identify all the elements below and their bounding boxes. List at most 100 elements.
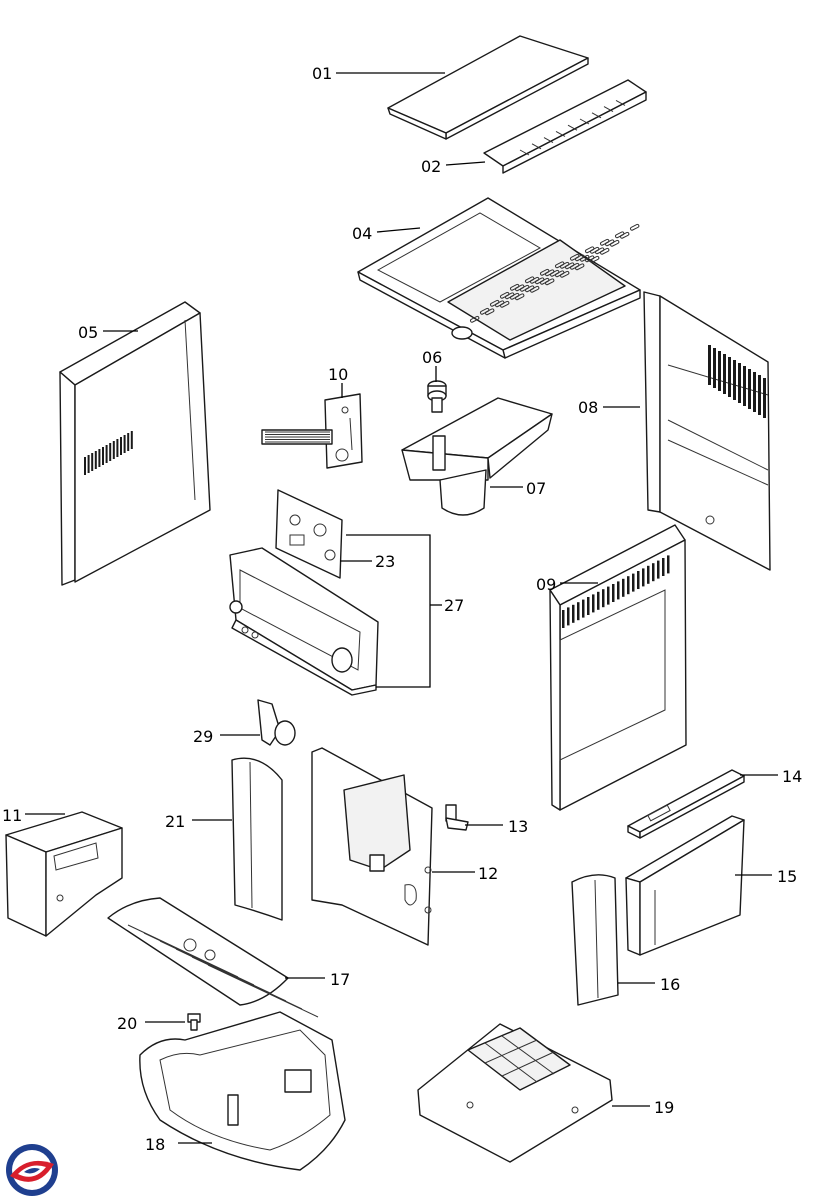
brand-logo-icon bbox=[6, 1144, 58, 1196]
grid-line bbox=[484, 1039, 538, 1064]
vent-slot bbox=[632, 573, 635, 592]
vent-slot bbox=[130, 431, 133, 449]
vent-slot bbox=[657, 560, 660, 579]
tray-slot bbox=[531, 143, 542, 150]
callout-05: 05 bbox=[78, 323, 98, 342]
vent-slot bbox=[602, 589, 605, 608]
tray-slot bbox=[519, 149, 530, 156]
callout-labels: 01 02 04 05 06 07 08 09 10 11 12 13 14 1… bbox=[2, 64, 802, 1154]
vent-slot bbox=[607, 586, 610, 605]
grate-slot bbox=[600, 238, 610, 246]
part-04-top-frame bbox=[357, 197, 641, 359]
vent-slot bbox=[98, 449, 101, 467]
grid-line bbox=[501, 1035, 555, 1075]
part-11-water-tank bbox=[5, 811, 123, 937]
vent-slot bbox=[84, 457, 86, 475]
vent-slot bbox=[617, 581, 620, 600]
vent-slot bbox=[592, 594, 595, 613]
grate-slot bbox=[510, 283, 520, 291]
part-29-lever bbox=[257, 699, 296, 746]
part-05-left-side-panel bbox=[59, 301, 211, 586]
callout-14: 14 bbox=[782, 767, 802, 786]
grid-line bbox=[484, 1042, 538, 1083]
callout-12: 12 bbox=[478, 864, 498, 883]
part-09-rear-panel bbox=[549, 524, 687, 811]
vent-slot bbox=[597, 591, 600, 610]
grid-line bbox=[501, 1051, 555, 1077]
tray-slot bbox=[603, 106, 614, 113]
part-20-pin bbox=[187, 1013, 201, 1031]
tray-slot bbox=[543, 137, 554, 144]
part-15-drip-cover bbox=[625, 815, 745, 956]
grate-slot bbox=[585, 246, 595, 254]
vent-slot bbox=[667, 555, 670, 574]
vent-slot bbox=[109, 443, 112, 461]
callout-27: 27 bbox=[444, 596, 464, 615]
callout-23: 23 bbox=[375, 552, 395, 571]
callout-11: 11 bbox=[2, 806, 22, 825]
part-02-cup-tray bbox=[483, 79, 647, 174]
vent-slot bbox=[758, 375, 761, 415]
vent-slot bbox=[105, 445, 108, 463]
vent-slot bbox=[723, 354, 726, 394]
vent-slot bbox=[763, 378, 766, 418]
grate-slot bbox=[525, 276, 535, 284]
vent-slot bbox=[120, 437, 122, 455]
vent-slot bbox=[112, 441, 115, 459]
vent-slot bbox=[612, 584, 615, 602]
part-10-led-board bbox=[261, 393, 363, 469]
grate-slot bbox=[615, 231, 625, 239]
vent-slot bbox=[94, 451, 97, 469]
vent-slot bbox=[577, 602, 580, 621]
vent-slot bbox=[87, 455, 90, 473]
grate-slot bbox=[540, 268, 550, 276]
part-27-control-panel bbox=[229, 547, 379, 696]
callout-20: 20 bbox=[117, 1014, 137, 1033]
tray-slot bbox=[567, 124, 578, 131]
part-06-knob bbox=[427, 380, 447, 413]
part-23-control-board bbox=[275, 489, 343, 579]
tray-slot bbox=[591, 112, 602, 119]
vent-slot bbox=[647, 565, 650, 584]
grate-slot bbox=[500, 291, 510, 299]
part-18-drip-tray bbox=[139, 1011, 346, 1171]
callout-02: 02 bbox=[421, 157, 441, 176]
vent-slot bbox=[713, 348, 716, 388]
vent-slot bbox=[627, 576, 630, 595]
part-07-bean-hopper bbox=[401, 397, 553, 516]
vent-slot bbox=[728, 357, 731, 397]
part-12-front-frame bbox=[311, 747, 433, 946]
grate-slot bbox=[630, 223, 640, 231]
vent-slot bbox=[587, 597, 590, 615]
grate-slot bbox=[570, 253, 580, 261]
callout-18: 18 bbox=[145, 1135, 165, 1154]
part-21-front-cover bbox=[231, 757, 283, 921]
part-08-right-side-panel bbox=[643, 291, 771, 571]
callout-08: 08 bbox=[578, 398, 598, 417]
vent-slot bbox=[622, 578, 625, 597]
grate-slot bbox=[490, 299, 500, 307]
callout-16: 16 bbox=[660, 975, 680, 994]
callout-19: 19 bbox=[654, 1098, 674, 1117]
leader-lines bbox=[25, 72, 778, 1144]
vent-slot bbox=[116, 439, 119, 457]
callout-01: 01 bbox=[312, 64, 332, 83]
vent-slot bbox=[743, 366, 746, 406]
vent-slot bbox=[662, 558, 665, 576]
vent-slot bbox=[123, 435, 126, 453]
vent-slot bbox=[733, 360, 736, 400]
vent-slot bbox=[718, 351, 721, 391]
callout-21: 21 bbox=[165, 812, 185, 831]
part-14-slider bbox=[627, 769, 745, 839]
part-16-side-cover bbox=[571, 874, 619, 1006]
part-19-base-plate bbox=[417, 1023, 613, 1163]
vent-slot bbox=[708, 345, 711, 385]
vent-slot bbox=[102, 447, 104, 465]
part-01-top-lid bbox=[387, 35, 589, 140]
grate-slot bbox=[207, 964, 319, 1018]
vent-slot bbox=[748, 369, 751, 409]
vent-slot bbox=[127, 433, 130, 451]
callout-10: 10 bbox=[328, 365, 348, 384]
tray-slot bbox=[555, 130, 566, 137]
